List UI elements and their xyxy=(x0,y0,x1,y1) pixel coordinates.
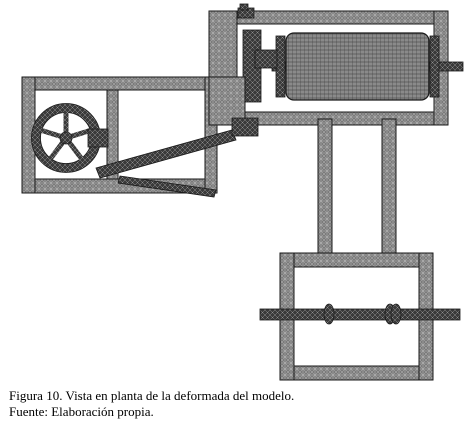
bearing-coupling xyxy=(237,3,278,103)
linkage-arm xyxy=(95,117,259,198)
figure-source: Fuente: Elaboración propia. xyxy=(9,404,154,419)
drum-roller xyxy=(271,32,464,101)
flywheel xyxy=(31,103,109,173)
figure-caption: Figura 10. Vista en planta de la deforma… xyxy=(9,388,295,403)
fea-mesh-plan-view xyxy=(21,3,464,381)
vertical-connectors xyxy=(317,118,397,255)
lower-shaft xyxy=(259,303,461,325)
